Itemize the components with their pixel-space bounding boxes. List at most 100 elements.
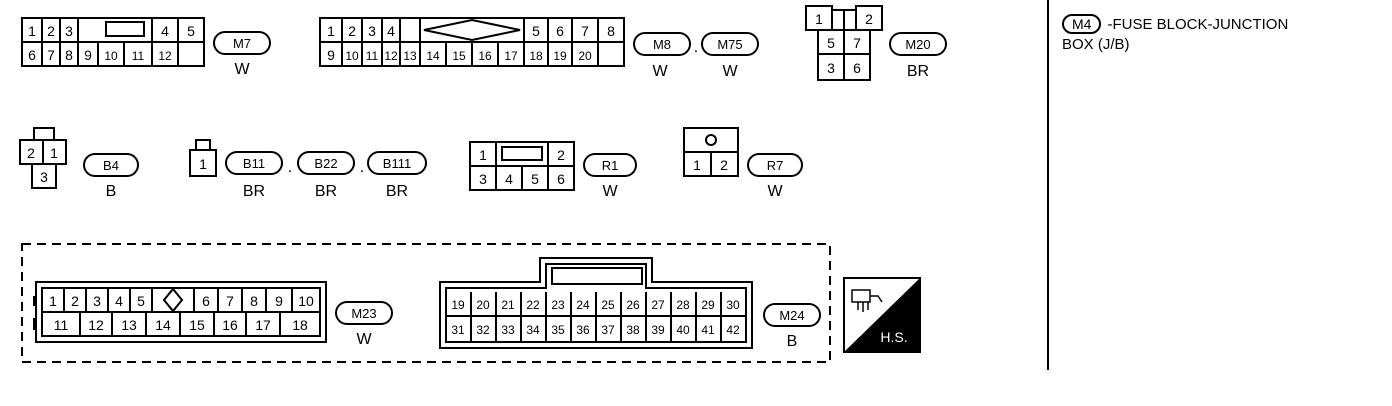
svg-text:6: 6	[557, 171, 565, 187]
connector-m23	[33, 281, 327, 343]
legend-description: -FUSE BLOCK-JUNCTION	[1107, 16, 1289, 33]
svg-text:5: 5	[532, 23, 540, 39]
color-b22: BR	[315, 183, 337, 200]
svg-text:7: 7	[226, 293, 234, 309]
svg-text:10: 10	[104, 49, 118, 63]
legend-line-2: BOX (J/B)	[1062, 36, 1130, 53]
svg-text:40: 40	[676, 323, 690, 337]
svg-text:32: 32	[476, 323, 490, 337]
svg-text:8: 8	[607, 23, 615, 39]
svg-text:2: 2	[27, 145, 35, 161]
svg-text:4: 4	[161, 23, 169, 39]
svg-text:5: 5	[827, 35, 835, 51]
svg-text:41: 41	[701, 323, 715, 337]
svg-text:20: 20	[578, 49, 592, 63]
svg-text:39: 39	[651, 323, 665, 337]
svg-text:15: 15	[189, 317, 205, 333]
svg-text:3: 3	[827, 60, 835, 76]
svg-text:17: 17	[255, 317, 271, 333]
connector-m7	[21, 17, 205, 67]
svg-text:11: 11	[54, 317, 69, 333]
svg-text:24: 24	[576, 298, 590, 312]
svg-text:2: 2	[47, 23, 55, 39]
color-m24: B	[787, 333, 798, 350]
svg-text:21: 21	[501, 298, 515, 312]
svg-text:3: 3	[479, 171, 487, 187]
pin-numbers: 1 2 3 4 5 6 7 8 9 10 11 12 1 2 3 4 5 6 7…	[27, 11, 873, 337]
svg-text:2: 2	[71, 293, 79, 309]
label-oval-b4	[83, 153, 139, 177]
label-b22: B22	[314, 156, 337, 171]
svg-text:34: 34	[526, 323, 540, 337]
color-m8: W	[652, 63, 668, 80]
svg-text:33: 33	[501, 323, 515, 337]
svg-text:1: 1	[50, 145, 58, 161]
label-oval-m75	[701, 32, 759, 56]
svg-text:5: 5	[187, 23, 195, 39]
svg-text:7: 7	[47, 47, 55, 63]
svg-text:30: 30	[726, 298, 740, 312]
svg-text:12: 12	[88, 317, 104, 333]
separator: .	[694, 39, 698, 56]
label-oval-b22	[297, 151, 355, 175]
svg-text:2: 2	[557, 147, 565, 163]
svg-text:6: 6	[853, 60, 861, 76]
connector-b11	[189, 139, 217, 177]
color-m20: BR	[907, 63, 929, 80]
svg-text:11: 11	[132, 49, 145, 63]
label-oval-m23	[335, 301, 393, 325]
connector-labels: M7 W M8 . M75 W W M20 BR B4 B B11 . B22 …	[103, 36, 931, 350]
label-oval-b11	[225, 151, 283, 175]
svg-text:2: 2	[348, 23, 356, 39]
svg-text:42: 42	[726, 323, 740, 337]
dashed-group-frame	[21, 243, 831, 363]
svg-text:18: 18	[292, 317, 308, 333]
svg-text:12: 12	[158, 49, 172, 63]
svg-text:4: 4	[115, 293, 123, 309]
label-oval-m8	[633, 32, 691, 56]
connector-m24	[439, 257, 753, 349]
label-m23: M23	[351, 306, 376, 321]
legend-line-1: M4-FUSE BLOCK-JUNCTION	[1062, 14, 1382, 35]
connector-m20	[805, 5, 883, 81]
label-r1: R1	[602, 158, 619, 173]
svg-text:3: 3	[368, 23, 376, 39]
color-b111: BR	[386, 183, 408, 200]
color-b4: B	[106, 183, 117, 200]
connector-r1	[469, 141, 575, 191]
label-b11: B11	[243, 156, 265, 171]
svg-text:2: 2	[865, 11, 873, 27]
legend: M4-FUSE BLOCK-JUNCTION BOX (J/B)	[1062, 14, 1382, 55]
svg-text:1: 1	[815, 11, 823, 27]
svg-text:10: 10	[345, 49, 359, 63]
svg-text:18: 18	[529, 49, 543, 63]
label-oval-m20	[889, 32, 947, 56]
svg-text:9: 9	[84, 47, 92, 63]
label-b4: B4	[103, 158, 119, 173]
connector-r7	[683, 127, 739, 177]
connector-hand-icon	[851, 289, 883, 312]
label-m7: M7	[233, 36, 251, 51]
label-m75: M75	[717, 37, 742, 52]
connector-b4	[19, 127, 67, 189]
label-r7: R7	[767, 158, 784, 173]
svg-text:1: 1	[199, 156, 207, 172]
svg-text:29: 29	[701, 298, 715, 312]
svg-text:6: 6	[202, 293, 210, 309]
svg-text:26: 26	[626, 298, 640, 312]
separator: .	[360, 159, 364, 176]
svg-text:14: 14	[155, 317, 171, 333]
svg-text:1: 1	[28, 23, 36, 39]
svg-text:4: 4	[387, 23, 395, 39]
svg-text:8: 8	[250, 293, 258, 309]
svg-text:16: 16	[478, 49, 492, 63]
svg-text:7: 7	[853, 35, 861, 51]
svg-text:36: 36	[576, 323, 590, 337]
svg-text:31: 31	[451, 323, 465, 337]
label-oval-m24	[763, 303, 821, 327]
svg-text:15: 15	[452, 49, 466, 63]
svg-text:4: 4	[505, 171, 513, 187]
svg-text:37: 37	[601, 323, 615, 337]
hs-badge	[843, 277, 921, 353]
